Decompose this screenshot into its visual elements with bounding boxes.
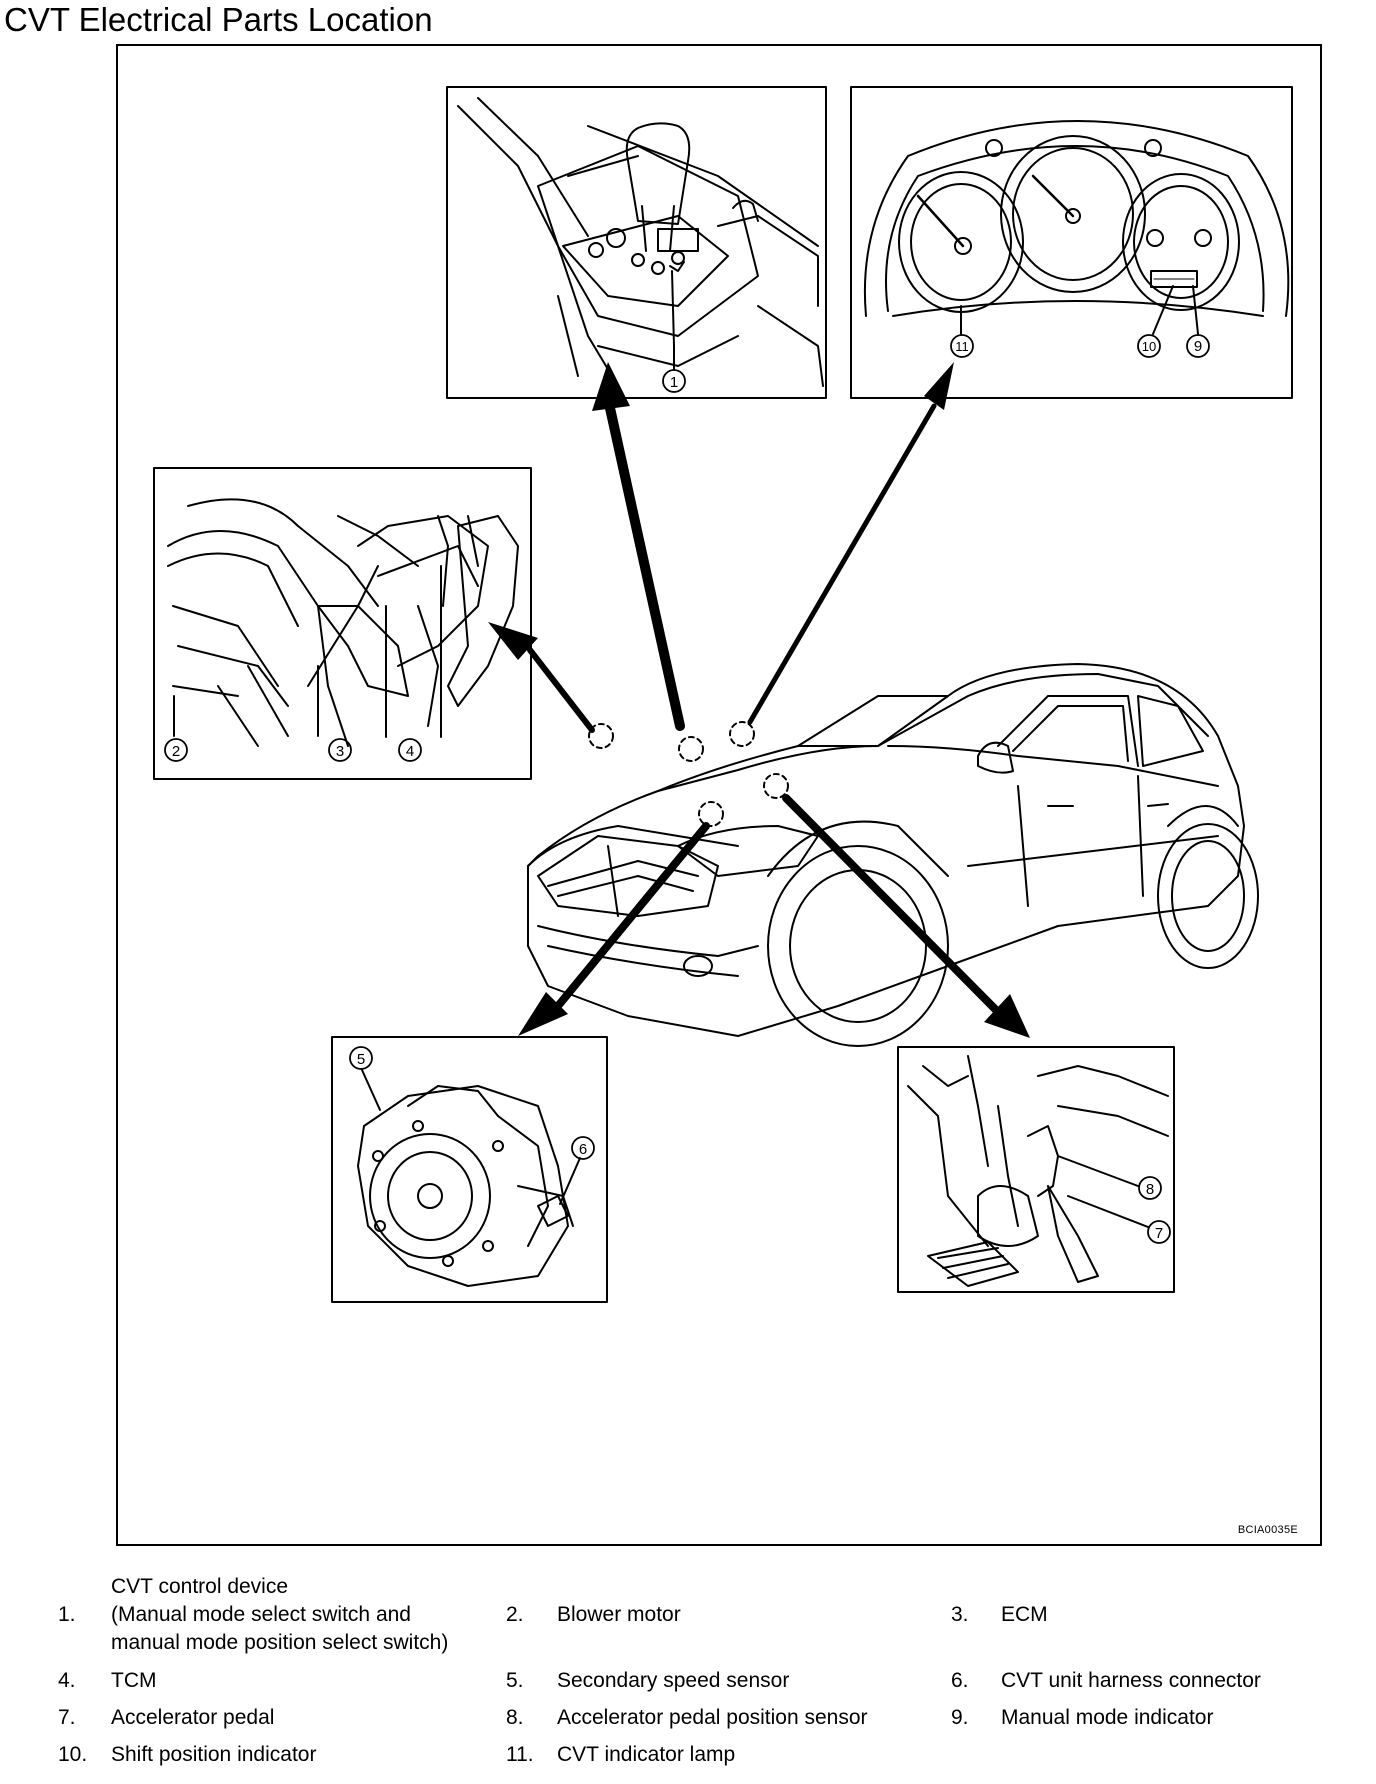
legend-item-5-number: 5. [506, 1669, 524, 1692]
callout-9: 9 [1186, 334, 1210, 358]
legend-item-5-label: Secondary speed sensor [557, 1669, 790, 1692]
legend-item-8-label: Accelerator pedal position sensor [557, 1706, 868, 1729]
callout-2: 2 [164, 738, 188, 762]
page-title: CVT Electrical Parts Location [4, 1, 433, 38]
panel-accelerator-pedal [897, 1046, 1175, 1293]
legend-item-3-number: 3. [951, 1603, 969, 1626]
arrow-to-shift-lever [592, 362, 685, 731]
legend-item-10-number: 10. [58, 1743, 88, 1766]
callout-4: 4 [398, 738, 422, 762]
legend-item-2-number: 2. [506, 1603, 524, 1626]
panel-combination-meter [850, 86, 1293, 399]
legend-item-1-label-line1: (Manual mode select switch and [111, 1603, 411, 1626]
svg-text:8: 8 [1146, 1181, 1154, 1198]
legend-item-11-label: CVT indicator lamp [557, 1743, 736, 1766]
callout-5: 5 [349, 1046, 373, 1070]
parts-legend: CVT control device 1. (Manual mode selec… [0, 1573, 1376, 1778]
callout-1: 1 [662, 369, 686, 393]
panel-engine-bay [153, 467, 532, 780]
legend-item-1-title: CVT control device [111, 1575, 289, 1598]
legend-item-6-number: 6. [951, 1669, 969, 1692]
svg-text:9: 9 [1194, 338, 1202, 355]
arrow-to-combination-meter [747, 362, 954, 725]
svg-text:3: 3 [336, 743, 344, 760]
callout-6: 6 [571, 1136, 595, 1160]
figure-code: BCIA0035E [1237, 1524, 1298, 1536]
legend-item-6-label: CVT unit harness connector [1001, 1669, 1261, 1692]
panel-transmission [331, 1036, 608, 1303]
arrow-to-engine-bay [488, 622, 595, 733]
legend-item-8-number: 8. [506, 1706, 524, 1729]
legend-item-7-label: Accelerator pedal [111, 1706, 275, 1729]
diagram-canvas: 1 11 [153, 86, 1293, 1303]
callout-11: 11 [950, 334, 974, 358]
legend-item-11-number: 11. [506, 1743, 534, 1766]
vehicle-illustration [527, 663, 1259, 1047]
svg-text:4: 4 [406, 743, 414, 760]
callout-8: 8 [1138, 1176, 1162, 1200]
legend-item-1-number: 1. [58, 1603, 76, 1626]
svg-text:2: 2 [172, 743, 180, 760]
svg-text:7: 7 [1155, 1225, 1163, 1242]
arrow-to-accelerator [782, 794, 1030, 1038]
legend-item-9-number: 9. [951, 1706, 969, 1729]
callout-7: 7 [1147, 1220, 1171, 1244]
svg-text:11: 11 [955, 339, 969, 354]
svg-text:5: 5 [357, 1051, 365, 1068]
legend-item-10-label: Shift position indicator [111, 1743, 317, 1766]
legend-item-7-number: 7. [58, 1706, 76, 1729]
legend-item-9-label: Manual mode indicator [1001, 1706, 1214, 1729]
legend-item-1-label-line2: manual mode position select switch) [111, 1631, 449, 1654]
panel-shift-lever [446, 86, 827, 399]
svg-text:10: 10 [1142, 339, 1156, 354]
callout-3: 3 [328, 738, 352, 762]
svg-text:6: 6 [579, 1141, 587, 1158]
svg-text:1: 1 [670, 374, 678, 391]
parts-location-figure: 1 11 [116, 44, 1322, 1546]
legend-item-4-number: 4. [58, 1669, 76, 1692]
legend-item-2-label: Blower motor [557, 1603, 681, 1626]
legend-item-3-label: ECM [1001, 1603, 1048, 1626]
callout-10: 10 [1137, 334, 1161, 358]
legend-item-4-label: TCM [111, 1669, 157, 1692]
arrow-to-transmission [518, 822, 710, 1036]
